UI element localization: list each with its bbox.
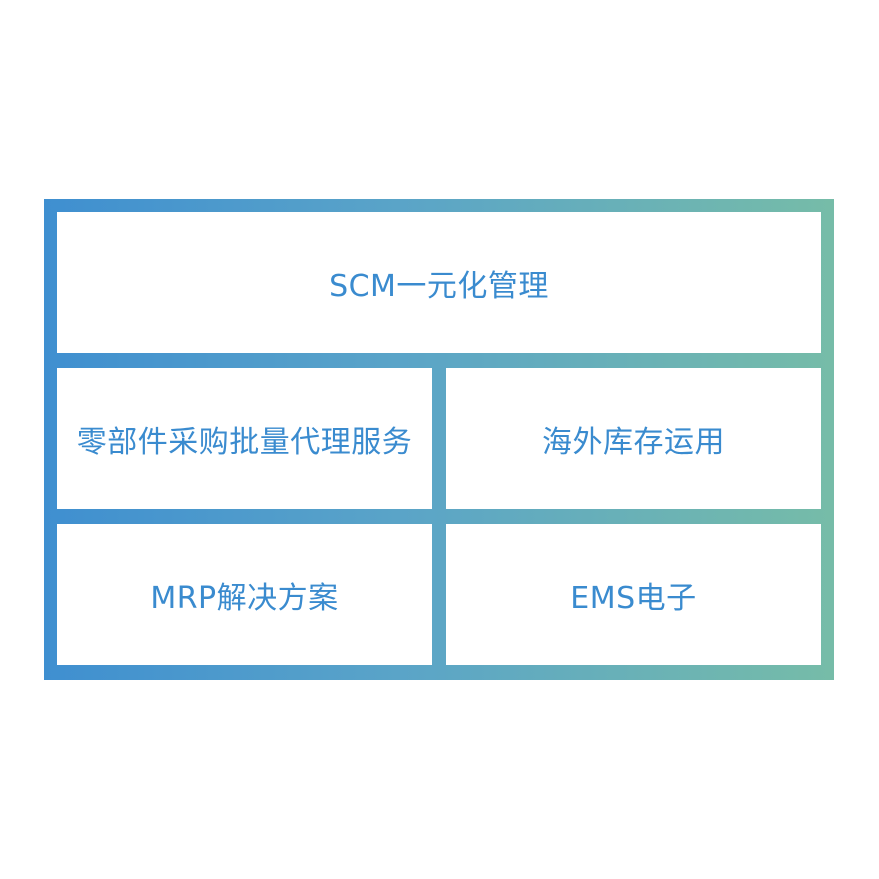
box-overseas-inventory: 海外库存运用 [446, 368, 821, 509]
box-scm-management-label: SCM一元化管理 [329, 268, 549, 304]
box-parts-procurement-label: 零部件采购批量代理服务 [76, 424, 413, 460]
box-parts-procurement: 零部件采购批量代理服务 [57, 368, 432, 509]
box-scm-management: SCM一元化管理 [57, 212, 821, 353]
box-mrp-solution-label: MRP解决方案 [150, 580, 339, 616]
box-mrp-solution: MRP解决方案 [57, 524, 432, 665]
box-ems-electronics-label: EMS电子 [570, 580, 697, 616]
diagram-frame: SCM一元化管理 零部件采购批量代理服务 海外库存运用 MRP解决方案 EMS电… [44, 199, 834, 680]
box-overseas-inventory-label: 海外库存运用 [542, 424, 725, 460]
box-ems-electronics: EMS电子 [446, 524, 821, 665]
